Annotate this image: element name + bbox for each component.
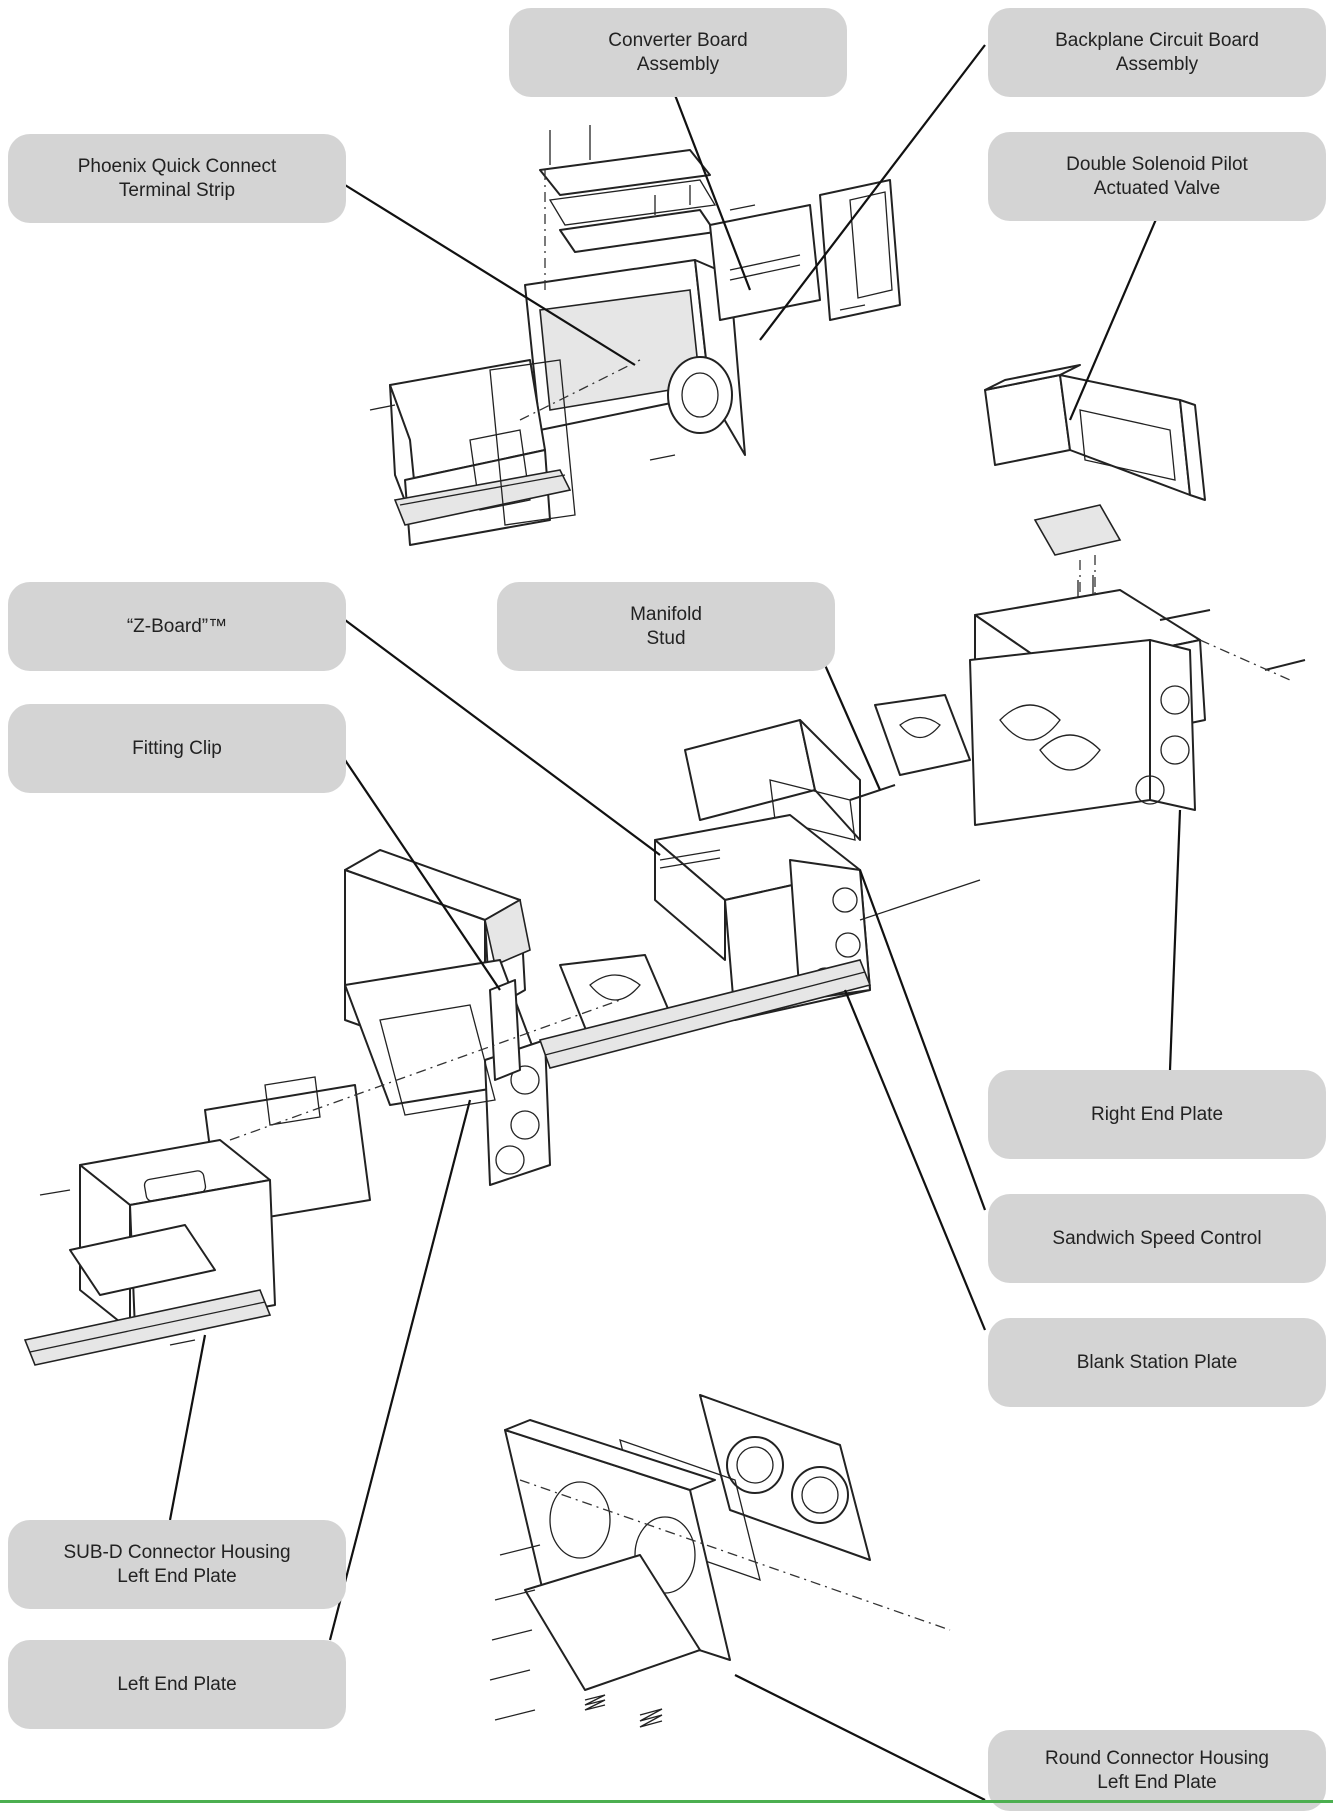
- callout-subd-housing: SUB-D Connector Housing Left End Plate: [8, 1520, 346, 1609]
- callout-right-end-plate-label: Right End Plate: [1090, 1103, 1224, 1125]
- callout-double-solenoid: Double Solenoid Pilot Actuated Valve: [988, 132, 1326, 221]
- leader-manifold-stud: [823, 664, 882, 791]
- callout-right-end-plate: Right End Plate: [988, 1070, 1326, 1159]
- callout-round-housing: Round Connector Housing Left End Plate: [988, 1730, 1326, 1811]
- callout-round-housing-label: Round Connector Housing Left End Plate: [1045, 1747, 1269, 1793]
- leader-converter-board: [673, 94, 752, 291]
- top-electronics-assembly: [369, 125, 901, 546]
- callout-converter-board: Converter Board Assembly: [509, 8, 847, 97]
- leader-lines: [168, 44, 1182, 1801]
- callout-backplane-board: Backplane Circuit Board Assembly: [988, 8, 1326, 97]
- callout-sandwich-speed: Sandwich Speed Control: [988, 1194, 1326, 1283]
- leader-double-solenoid: [1068, 209, 1162, 421]
- center-station-assembly: [559, 694, 981, 1041]
- round-connector-housing-assembly: [489, 1394, 951, 1728]
- leader-phoenix: [344, 184, 636, 366]
- callout-phoenix-terminal-label: Phoenix Quick Connect Terminal Strip: [77, 155, 277, 201]
- callout-converter-board-label: Converter Board Assembly: [608, 29, 748, 75]
- callout-z-board-label: “Z-Board”™: [126, 615, 228, 637]
- callout-phoenix-terminal: Phoenix Quick Connect Terminal Strip: [8, 134, 346, 223]
- leader-backplane: [759, 44, 986, 341]
- callout-left-end-plate: Left End Plate: [8, 1640, 346, 1729]
- leader-subd: [168, 1334, 207, 1521]
- callout-blank-station: Blank Station Plate: [988, 1318, 1326, 1407]
- leader-left-end-plate: [328, 1099, 472, 1641]
- callout-blank-station-label: Blank Station Plate: [1076, 1351, 1238, 1373]
- callout-fitting-clip-label: Fitting Clip: [132, 737, 222, 759]
- callout-sandwich-speed-label: Sandwich Speed Control: [1052, 1227, 1262, 1249]
- subd-housing-assembly: [23, 1139, 276, 1366]
- leader-right-end-plate: [1168, 809, 1182, 1071]
- callout-manifold-stud-label: Manifold Stud: [630, 603, 702, 649]
- leader-sandwich-speed: [858, 869, 987, 1211]
- callout-double-solenoid-label: Double Solenoid Pilot Actuated Valve: [1066, 153, 1248, 199]
- callout-z-board: “Z-Board”™: [8, 582, 346, 671]
- callout-manifold-stud: Manifold Stud: [497, 582, 835, 671]
- leader-fitting-clip: [344, 759, 501, 991]
- right-end-plate-assembly: [969, 589, 1306, 826]
- leader-blank-station: [843, 989, 987, 1331]
- footer-rule: [0, 1800, 1333, 1803]
- leader-round-housing: [734, 1674, 986, 1801]
- callout-fitting-clip: Fitting Clip: [8, 704, 346, 793]
- callout-left-end-plate-label: Left End Plate: [117, 1673, 237, 1695]
- leader-z-board: [344, 619, 661, 856]
- callout-subd-housing-label: SUB-D Connector Housing Left End Plate: [63, 1541, 291, 1587]
- callout-backplane-board-label: Backplane Circuit Board Assembly: [1055, 29, 1259, 75]
